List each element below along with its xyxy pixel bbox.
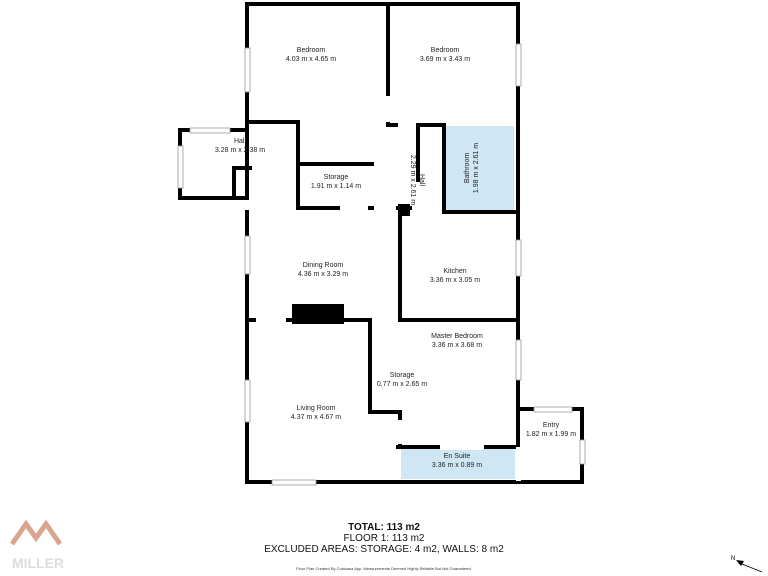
floor-area: FLOOR 1: 113 m2 xyxy=(343,533,425,544)
room-label-hall-west: Hall 3.28 m x 2.38 m xyxy=(215,138,265,154)
svg-text:3.36 m x 3.68 m: 3.36 m x 3.68 m xyxy=(432,342,482,349)
svg-text:Master Bedroom: Master Bedroom xyxy=(431,333,483,340)
svg-text:3.36 m x 3.05 m: 3.36 m x 3.05 m xyxy=(430,277,480,284)
svg-text:Dining Room: Dining Room xyxy=(303,262,344,269)
excluded-areas: EXCLUDED AREAS: STORAGE: 4 m2, WALLS: 8 … xyxy=(264,544,504,555)
company-logo: MILLER xyxy=(9,519,64,571)
svg-text:4.03 m x 4.65 m: 4.03 m x 4.65 m xyxy=(286,56,336,63)
svg-text:1.82 m x 1.99 m: 1.82 m x 1.99 m xyxy=(526,431,576,438)
fireplace xyxy=(292,304,344,324)
room-label-dining-room: Dining Room 4.36 m x 3.29 m xyxy=(298,262,348,278)
svg-text:3.69 m x 3.43 m: 3.69 m x 3.43 m xyxy=(420,56,470,63)
svg-text:Storage: Storage xyxy=(324,174,349,181)
north-arrow-icon: N xyxy=(731,556,763,573)
svg-text:Bedroom: Bedroom xyxy=(297,47,326,54)
room-label-hall-east: Hall 2.29 m x 2.61 m xyxy=(409,155,425,205)
room-label-en-suite: En Suite 3.36 m x 0.89 m xyxy=(432,453,482,469)
disclaimer: Floor Plan Created By Cubicasa App. Meas… xyxy=(296,566,472,571)
room-label-bathroom: Bathroom 1.98 m x 2.61 m xyxy=(464,143,480,193)
bathroom-fill xyxy=(446,126,514,211)
room-label-master-bedroom: Master Bedroom 3.36 m x 3.68 m xyxy=(431,333,483,349)
svg-text:4.36 m x 3.29 m: 4.36 m x 3.29 m xyxy=(298,271,348,278)
room-labels: Bedroom 4.03 m x 4.65 m Bedroom 3.69 m x… xyxy=(215,47,576,469)
room-label-bedroom-1: Bedroom 4.03 m x 4.65 m xyxy=(286,47,336,63)
svg-text:Bedroom: Bedroom xyxy=(431,47,460,54)
room-label-entry: Entry 1.82 m x 1.99 m xyxy=(526,422,576,438)
total-area: TOTAL: 113 m2 xyxy=(348,522,420,533)
svg-text:Hall: Hall xyxy=(418,174,425,187)
doors xyxy=(250,96,521,481)
svg-text:1.91 m x 1.14 m: 1.91 m x 1.14 m xyxy=(311,183,361,190)
room-label-bedroom-2: Bedroom 3.69 m x 3.43 m xyxy=(420,47,470,63)
svg-text:2.29 m x 2.61 m: 2.29 m x 2.61 m xyxy=(409,155,416,205)
wall-pier xyxy=(398,204,410,216)
svg-text:3.28 m x 2.38 m: 3.28 m x 2.38 m xyxy=(215,147,265,154)
svg-text:Bathroom: Bathroom xyxy=(464,153,471,184)
svg-text:Kitchen: Kitchen xyxy=(443,268,466,275)
svg-text:3.36 m x 0.89 m: 3.36 m x 0.89 m xyxy=(432,462,482,469)
svg-text:En Suite: En Suite xyxy=(444,453,471,460)
svg-text:Living Room: Living Room xyxy=(297,405,336,412)
en-suite-fill xyxy=(401,447,515,479)
room-label-storage-1: Storage 1.91 m x 1.14 m xyxy=(311,174,361,190)
svg-text:0.77 m x 2.65 m: 0.77 m x 2.65 m xyxy=(377,381,427,388)
svg-text:Hall: Hall xyxy=(234,138,247,145)
svg-text:4.37 m x 4.67 m: 4.37 m x 4.67 m xyxy=(291,414,341,421)
area-summary: TOTAL: 113 m2 FLOOR 1: 113 m2 EXCLUDED A… xyxy=(0,522,768,555)
svg-text:Entry: Entry xyxy=(543,422,560,429)
logo-text: MILLER xyxy=(12,555,64,571)
room-label-living-room: Living Room 4.37 m x 4.67 m xyxy=(291,405,341,421)
room-label-storage-2: Storage 0.77 m x 2.65 m xyxy=(377,372,427,388)
svg-text:Storage: Storage xyxy=(390,372,415,379)
windows xyxy=(177,43,586,486)
walls xyxy=(178,2,584,484)
compass-label: N xyxy=(731,556,735,562)
svg-text:1.98 m x 2.61 m: 1.98 m x 2.61 m xyxy=(473,143,480,193)
room-label-kitchen: Kitchen 3.36 m x 3.05 m xyxy=(430,268,480,284)
